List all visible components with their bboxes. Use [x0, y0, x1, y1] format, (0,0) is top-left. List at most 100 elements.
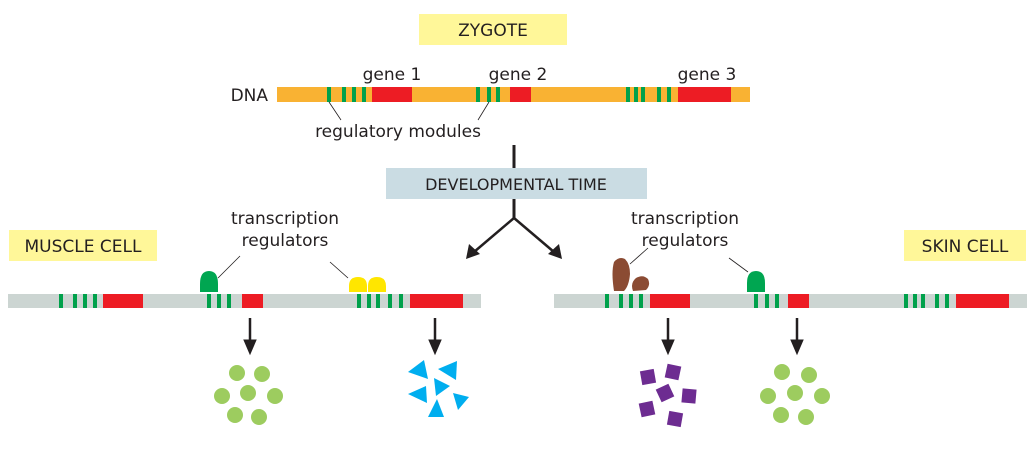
regulatory-module [605, 294, 609, 308]
muscle-cell-dna [8, 294, 481, 308]
zygote-dna [277, 87, 750, 102]
gene-3 [956, 294, 1009, 308]
protein-circle [814, 388, 830, 404]
leader-line [477, 101, 490, 121]
regulatory-module [634, 87, 638, 102]
gene-3-label: gene 3 [678, 65, 737, 85]
yellow-regulator-icon [368, 277, 386, 292]
muscle-cell-label: MUSCLE CELL [25, 237, 142, 257]
expression-arrow-icon [790, 339, 804, 356]
regulatory-module [765, 294, 769, 308]
muscle-regulators-label-1: transcription [231, 209, 339, 229]
regulatory-module [217, 294, 221, 308]
regulatory-module [904, 294, 908, 308]
protein-circle [227, 407, 243, 423]
regulatory-module [376, 294, 380, 308]
branch-left [473, 217, 515, 253]
regulatory-module [667, 87, 671, 102]
regulatory-module [388, 294, 392, 308]
arrow-left-icon [466, 244, 480, 259]
brown-regulator-large-icon [612, 258, 630, 291]
muscle-protein-circles [214, 365, 283, 425]
gene-2 [788, 294, 809, 308]
gene-2 [242, 294, 263, 308]
skin-regulators-label-1: transcription [631, 209, 739, 229]
skin-cell-label-box [904, 230, 1026, 261]
time-label-box [386, 168, 647, 199]
expression-arrow-icon [428, 339, 442, 356]
regulatory-module [207, 294, 211, 308]
protein-circle [267, 388, 283, 404]
regulatory-module [754, 294, 758, 308]
regulatory-module [367, 294, 371, 308]
skin-regulators-label-2: regulators [642, 231, 729, 251]
protein-circle [240, 385, 256, 401]
protein-square [664, 363, 682, 381]
protein-triangle [438, 361, 457, 380]
protein-triangle [428, 399, 444, 417]
protein-square [638, 400, 656, 418]
leader-line [217, 255, 241, 279]
arrow-right-icon [548, 244, 562, 259]
protein-circle [254, 366, 270, 382]
regulatory-module [629, 294, 633, 308]
developmental-time-label: DEVELOPMENTAL TIME [425, 175, 607, 194]
regulatory-module [641, 87, 645, 102]
gene-2-label: gene 2 [489, 65, 548, 85]
protein-square [681, 388, 697, 404]
regulatory-module [626, 87, 630, 102]
zygote-label: ZYGOTE [458, 21, 528, 41]
protein-circle [787, 385, 803, 401]
protein-circle [773, 407, 789, 423]
leader-line [328, 101, 342, 121]
expression-arrow-icon [661, 339, 675, 356]
brown-regulator-small-icon [632, 276, 650, 291]
regulatory-module [362, 87, 366, 102]
protein-circle [214, 388, 230, 404]
regulatory-module [399, 294, 403, 308]
expression-arrow-icon [243, 339, 257, 356]
skin-cell-label: SKIN CELL [922, 237, 1009, 257]
gene-3 [678, 87, 731, 102]
protein-square [666, 410, 684, 428]
regulatory-module [93, 294, 97, 308]
regulatory-module [342, 87, 346, 102]
regulatory-module [83, 294, 87, 308]
protein-triangle [434, 378, 450, 396]
protein-triangle [408, 360, 428, 379]
regulatory-module [357, 294, 361, 308]
leader-line [329, 261, 349, 279]
protein-circle [251, 409, 267, 425]
dna-label: DNA [231, 86, 269, 106]
gene-1-label: gene 1 [363, 65, 422, 85]
green-regulator-icon [200, 271, 218, 292]
protein-circle [760, 388, 776, 404]
regulatory-module [657, 87, 661, 102]
gene-2 [510, 87, 531, 102]
regulatory-module [639, 294, 643, 308]
muscle-protein-triangles [408, 360, 469, 417]
protein-circle [801, 367, 817, 383]
protein-circle [229, 365, 245, 381]
muscle-regulators-label-2: regulators [242, 231, 329, 251]
regulatory-module [619, 294, 623, 308]
gene-3 [410, 294, 463, 308]
gene-1 [372, 87, 412, 102]
skin-protein-circles [760, 364, 830, 425]
green-regulator-icon [747, 271, 765, 292]
regulatory-module [487, 87, 491, 102]
regulatory-module [327, 87, 331, 102]
regulatory-module [227, 294, 231, 308]
leader-line [728, 257, 749, 273]
regulatory-module [935, 294, 939, 308]
protein-triangle [453, 393, 469, 410]
regulatory-module [59, 294, 63, 308]
regulatory-module [496, 87, 500, 102]
muscle-cell-label-box [9, 230, 157, 261]
regulatory-modules-label: regulatory modules [315, 122, 481, 142]
regulatory-module [945, 294, 949, 308]
branch-right [513, 217, 555, 253]
skin-protein-squares [638, 363, 697, 428]
leader-line [629, 247, 649, 265]
